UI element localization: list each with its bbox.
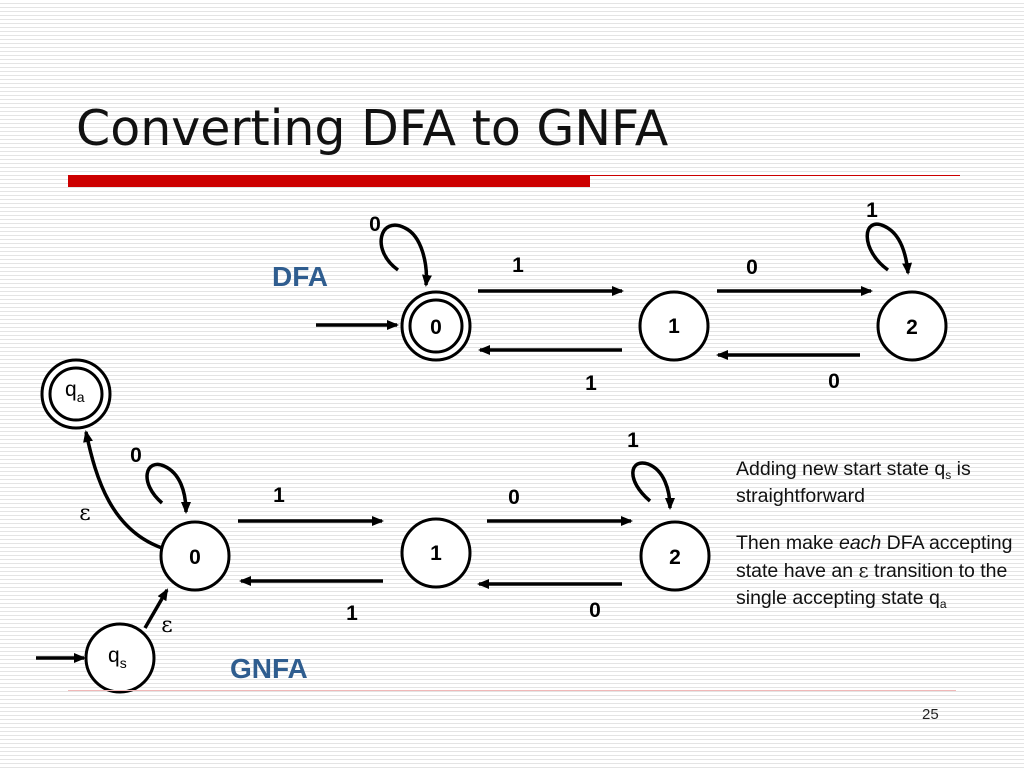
gnfa-state-0-label: 0 bbox=[189, 546, 201, 569]
gnfa-start-state: qs bbox=[84, 622, 156, 694]
gnfa-state-1: 1 bbox=[400, 517, 472, 589]
gnfa-state-2-label: 2 bbox=[669, 546, 681, 569]
gnfa-state-0: 0 bbox=[159, 520, 231, 592]
dfa-label-self-2: 1 bbox=[866, 199, 878, 222]
start-state-sub: s bbox=[120, 655, 127, 671]
dfa-self-loop-0 bbox=[379, 223, 432, 287]
gnfa-edge-0-to-accept bbox=[83, 430, 163, 550]
gnfa-diagram: GNFA qa qs 0 1 2 bbox=[36, 358, 711, 694]
title-underline-bar bbox=[68, 175, 590, 187]
dfa-state-0: 0 bbox=[400, 290, 472, 362]
gnfa-edge-start-to-0 bbox=[143, 588, 169, 629]
dfa-diagram: DFA 0 1 2 0 1 1 0 0 bbox=[272, 199, 948, 395]
dfa-state-2: 2 bbox=[876, 290, 948, 362]
footer-divider bbox=[68, 690, 956, 691]
dfa-self-loop-2 bbox=[865, 222, 913, 275]
slide-title: Converting DFA to GNFA bbox=[76, 100, 669, 157]
accept-state-base: q bbox=[65, 378, 77, 401]
dfa-label-1-to-0: 1 bbox=[585, 372, 597, 395]
start-state-base: q bbox=[108, 644, 120, 667]
gnfa-label-0-to-1: 1 bbox=[273, 484, 285, 507]
description-paragraph-2: Then make each DFA accepting state have … bbox=[736, 532, 1013, 611]
dfa-state-2-label: 2 bbox=[906, 316, 918, 339]
dfa-state-1: 1 bbox=[638, 290, 710, 362]
gnfa-accept-state: qa bbox=[40, 358, 112, 430]
gnfa-label-1-to-0: 1 bbox=[346, 602, 358, 625]
gnfa-label-self-2: 1 bbox=[627, 429, 639, 452]
description-paragraph-1: Adding new start state qs is straightfor… bbox=[736, 458, 971, 507]
dfa-label-2-to-1: 0 bbox=[828, 370, 840, 393]
gnfa-self-loop-2 bbox=[631, 461, 675, 510]
accept-state-sub: a bbox=[77, 389, 85, 405]
epsilon-label-accept: ε bbox=[79, 501, 90, 526]
dfa-label-1-to-2: 0 bbox=[746, 256, 758, 279]
gnfa-self-loop-0 bbox=[145, 462, 191, 514]
page-number: 25 bbox=[922, 706, 939, 723]
svg-text:qa: qa bbox=[65, 378, 85, 405]
description-text: Adding new start state qs is straightfor… bbox=[736, 456, 1016, 632]
dfa-label: DFA bbox=[272, 261, 328, 292]
gnfa-label-self-0: 0 bbox=[130, 444, 142, 467]
dfa-state-1-label: 1 bbox=[668, 315, 680, 338]
epsilon-label-start: ε bbox=[161, 613, 172, 638]
dfa-state-0-label: 0 bbox=[430, 316, 442, 339]
dfa-label-self-0: 0 bbox=[369, 213, 381, 236]
title-underline-line bbox=[590, 175, 960, 176]
gnfa-label: GNFA bbox=[230, 653, 308, 684]
dfa-label-0-to-1: 1 bbox=[512, 254, 524, 277]
gnfa-label-1-to-2: 0 bbox=[508, 486, 520, 509]
gnfa-state-2: 2 bbox=[639, 520, 711, 592]
svg-text:qs: qs bbox=[108, 644, 127, 671]
gnfa-label-2-to-1: 0 bbox=[589, 599, 601, 622]
gnfa-state-1-label: 1 bbox=[430, 542, 442, 565]
